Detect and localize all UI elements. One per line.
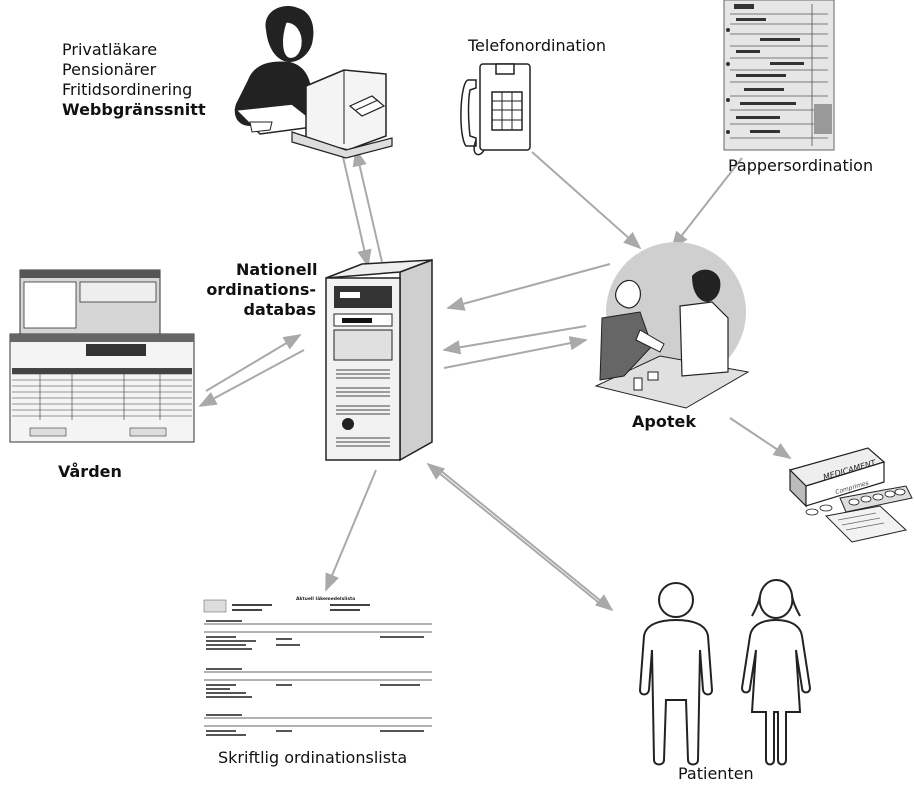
label-central-db-1: Nationell [236,260,318,279]
web-user-illustration [234,6,393,159]
label-patients: Patienten [678,764,754,783]
arrow-db-to-patient [439,469,614,612]
arrow-phone-to-pharmacy [531,151,642,250]
flow-arrows [198,148,792,612]
document-title: Aktuell läkemedelslista [296,596,355,602]
label-pensioners: Pensionärer [62,60,157,79]
arrow-web-to-db [342,156,372,268]
arrow-db-to-care [198,349,305,407]
arrow-db-to-list [325,469,377,592]
label-web-interface: Webbgränssnitt [62,100,206,119]
medicine-box-illustration: MEDICAMENT Comprimes [788,447,913,543]
arrow-db-to-pharmacy [443,336,588,369]
label-central-db-3: databas [243,300,316,319]
label-written-list: Skriftlig ordinationslista [218,748,408,767]
written-list-document: Aktuell läkemedelslista [203,592,432,738]
pharmacy-illustration [594,242,750,409]
telephone-illustration [460,63,531,156]
arrow-patient-to-db [426,462,599,603]
database-server-illustration [325,258,433,462]
arrow-care-to-db [205,334,302,392]
label-leisure-prescribing: Fritidsordinering [62,80,193,99]
arrow-pharmacy-to-db [446,263,611,311]
arrow-db-to-web [352,148,383,263]
arrow-paper-to-pharmacy [670,157,743,250]
patients-illustration [638,578,812,766]
label-care: Vården [58,462,122,481]
paper-prescription-illustration [723,0,835,151]
label-pharmacy: Apotek [632,412,696,431]
care-system-screenshot [9,269,195,443]
label-private-doctor: Privatläkare [62,40,158,59]
label-central-db-2: ordinations- [206,280,316,299]
label-phone-prescription: Telefonordination [468,36,607,55]
arrow-pharmacy-to-db-2 [442,325,587,355]
arrow-pharmacy-to-medicine [729,417,792,459]
label-paper-prescription: Pappersordination [728,156,874,175]
